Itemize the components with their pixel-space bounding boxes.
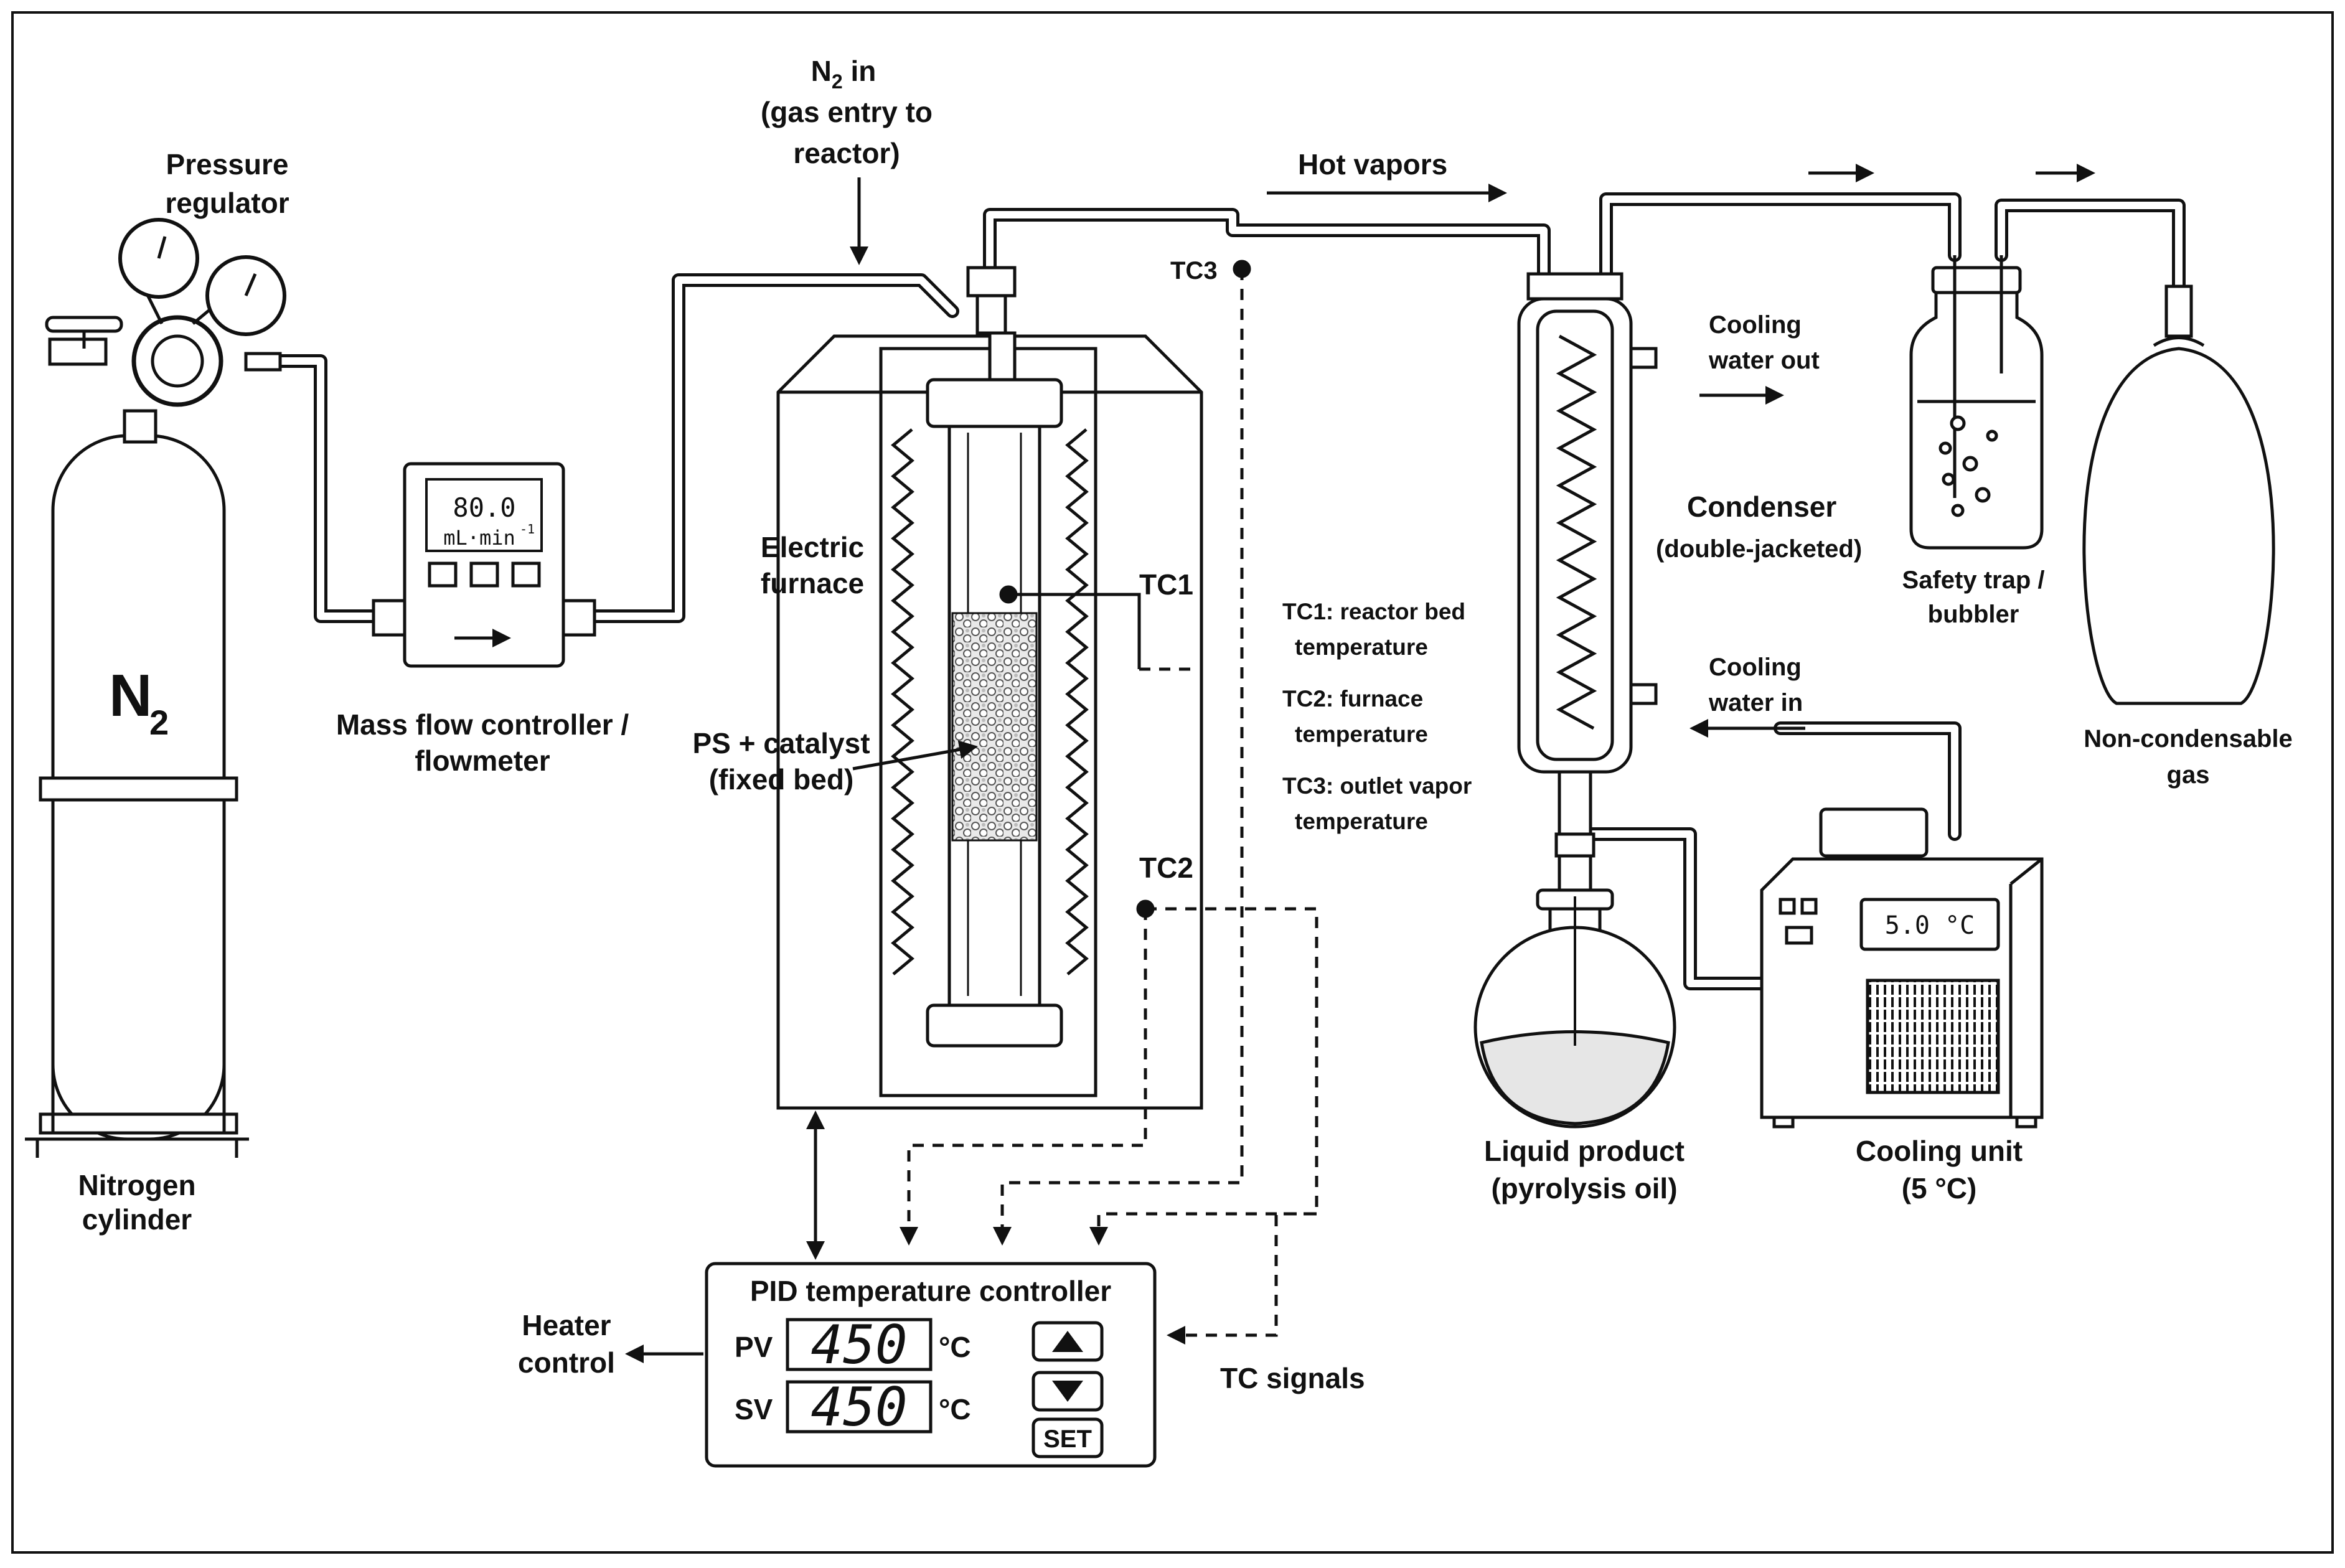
down-button[interactable] [1032,1371,1104,1412]
cooling-unit-display: 5.0 °C [1885,911,1975,940]
tc3-tag: TC3 [1170,257,1218,284]
pv-label: PV [735,1331,773,1363]
safety-trap [1909,255,2044,550]
liquid-product-label-2: (pyrolysis oil) [1491,1172,1677,1204]
sv-unit: °C [939,1393,971,1425]
mfc-label-1: Mass flow controller / [336,708,629,741]
sv-label: SV [735,1393,773,1425]
tc-signals-label: TC signals [1220,1362,1365,1394]
gas-bag [2082,284,2275,705]
hot-vapors-label: Hot vapors [1298,148,1447,181]
n2-in-label-2: (gas entry to [761,96,933,128]
down-arrow-icon [1052,1381,1083,1402]
heater-control-1: Heater [522,1309,611,1341]
nitrogen-cylinder-label-2: cylinder [82,1203,192,1236]
condenser-coil [1556,334,1597,730]
gas-piping [261,192,2186,990]
mass-flow-controller [372,462,596,668]
electric-furnace-label-2: furnace [761,567,864,599]
heater-control-2: control [518,1346,615,1379]
mfc-display-value: 80.0 [453,492,515,523]
pressure-regulator [45,218,286,407]
cylinder-subscript: 2 [149,703,169,742]
pressure-regulator-label-2: regulator [165,187,289,219]
reactor-tube [926,266,1063,1048]
pv-display: 450 [811,1314,907,1376]
cooling-water-out-2: water out [1708,347,1820,374]
tc-legend-2a: TC2: furnace [1282,686,1423,711]
mfc-display-unit: mL·min [443,526,515,550]
up-arrow-icon [1052,1331,1083,1352]
cooling-water-in-2: water in [1708,689,1803,716]
bed-label-1: PS + catalyst [692,727,870,759]
tc1-tag: TC1 [1139,568,1193,601]
mfc-display-exponent: -1 [520,522,535,537]
condenser-sub-label: (double-jacketed) [1656,535,1862,563]
mfc-label-2: flowmeter [415,744,550,777]
heating-element-right [1065,428,1089,975]
liquid-product-flask [1473,888,1676,1129]
heating-element-left [891,428,914,975]
pv-unit: °C [939,1331,971,1363]
tc-legend-3a: TC3: outlet vapor [1282,773,1472,799]
bed-pointer [852,740,978,771]
tc-legend-3b: temperature [1295,809,1428,834]
cylinder-symbol: N [109,662,152,729]
cooling-unit-label-1: Cooling unit [1856,1135,2023,1167]
condenser-label: Condenser [1687,491,1836,523]
up-button[interactable] [1032,1321,1104,1362]
outer-frame [11,11,2334,1554]
cooling-water-out-1: Cooling [1709,311,1802,339]
n2-in-label-3: reactor) [793,137,900,169]
cooling-unit-label-2: (5 °C) [1902,1172,1977,1204]
tc2-tag: TC2 [1139,852,1193,884]
condenser [1517,272,1658,898]
bed-label-2: (fixed bed) [709,763,854,796]
set-button[interactable]: SET [1032,1417,1104,1458]
nitrogen-cylinder [25,409,249,1158]
sv-display: 450 [811,1376,907,1439]
nitrogen-cylinder-label-1: Nitrogen [78,1169,195,1201]
pressure-regulator-label-1: Pressure [166,148,289,181]
electric-furnace-label-1: Electric [761,531,864,563]
liquid-product-label-1: Liquid product [1484,1135,1685,1167]
non-condensable-label-1: Non-condensable [2084,725,2293,753]
safety-trap-label-2: bubbler [1928,601,2019,628]
safety-trap-label-1: Safety trap / [1902,566,2045,594]
n2-in-label: N2 in [811,55,876,93]
pid-controller [705,1262,1157,1468]
tc-legend-1b: temperature [1295,634,1428,660]
pid-title: PID temperature controller [750,1275,1111,1307]
signal-lines [900,269,1318,1345]
tc-legend-1a: TC1: reactor bed [1282,599,1465,624]
cooling-unit [1760,807,2044,1129]
cooling-water-in-1: Cooling [1709,654,1802,681]
non-condensable-label-2: gas [2167,761,2210,789]
set-button-label: SET [1043,1425,1092,1453]
tc-legend-2b: temperature [1295,721,1428,747]
